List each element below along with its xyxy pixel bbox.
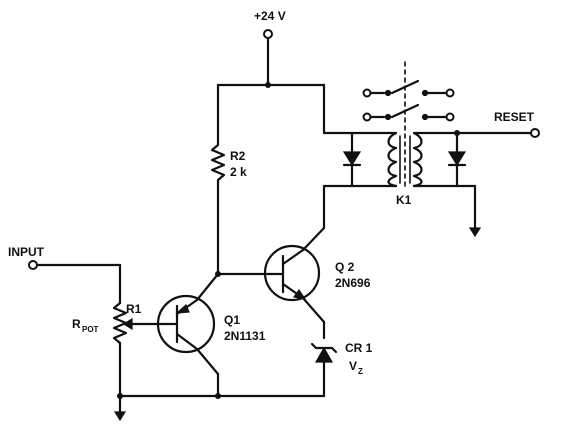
r2-resistor [210, 83, 226, 276]
q1-part: 2N1131 [224, 329, 266, 343]
vz-sub: Z [358, 367, 363, 376]
input-terminal [28, 260, 122, 270]
reset-terminal [454, 128, 540, 138]
diode-secondary [447, 131, 467, 188]
q2-transistor [215, 184, 326, 340]
supply-label: +24 V [254, 9, 286, 23]
relay-coil-secondary [409, 131, 533, 238]
r2-name: R2 [230, 149, 246, 163]
q2-name: Q 2 [335, 260, 355, 274]
q1-transistor [131, 272, 220, 398]
rpot-main: R [72, 317, 81, 331]
q2-part: 2N696 [335, 276, 371, 290]
zener-cr1 [310, 342, 338, 398]
ground-rail [113, 393, 326, 422]
supply-terminal [263, 29, 273, 88]
q1-name: Q1 [224, 313, 240, 327]
reset-label: RESET [494, 110, 535, 124]
input-label: INPUT [8, 245, 45, 259]
relay-label: K1 [396, 193, 412, 207]
rpot-sub: POT [82, 325, 99, 334]
diode-primary [342, 131, 362, 188]
relay-coil-primary [322, 131, 401, 188]
r1-potentiometer [112, 263, 135, 398]
cr1-name: CR 1 [345, 341, 373, 355]
relay-contacts [362, 79, 455, 122]
r1-name: R1 [126, 302, 142, 316]
r2-value: 2 k [230, 165, 247, 179]
vz-main: V [349, 359, 357, 373]
